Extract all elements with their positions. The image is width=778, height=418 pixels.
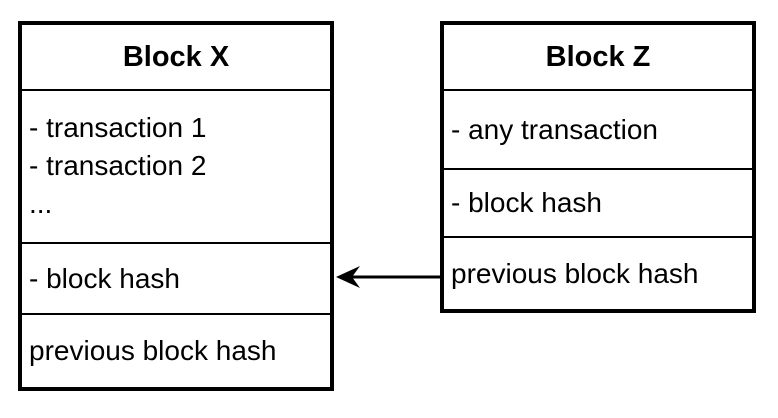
block-z-hash-section: - block hash: [444, 170, 752, 238]
block-z-previous-hash: previous block hash: [451, 257, 699, 289]
block-z-box: Block Z - any transaction - block hash p…: [440, 21, 756, 313]
block-z-title: Block Z: [444, 25, 752, 91]
block-z-transaction: - any transaction: [451, 113, 658, 145]
block-x-transactions-section: - transaction 1 - transaction 2 ...: [22, 91, 330, 244]
block-x-transaction-1: - transaction 1: [29, 112, 207, 143]
link-arrow: [336, 266, 440, 288]
block-z-transactions-section: - any transaction: [444, 91, 752, 170]
block-z-previous-hash-section: previous block hash: [444, 238, 752, 309]
block-x-box: Block X - transaction 1 - transaction 2 …: [18, 21, 334, 391]
block-x-previous-hash-section: previous block hash: [22, 315, 330, 387]
block-x-block-hash: - block hash: [29, 262, 180, 294]
block-x-transaction-ellipsis: ...: [29, 188, 53, 219]
block-x-hash-section: - block hash: [22, 244, 330, 315]
block-x-previous-hash: previous block hash: [29, 335, 277, 366]
block-x-title: Block X: [22, 25, 330, 91]
arrowhead-icon: [336, 266, 360, 288]
block-z-block-hash: - block hash: [451, 187, 602, 218]
block-x-transaction-2: - transaction 2: [29, 150, 207, 181]
